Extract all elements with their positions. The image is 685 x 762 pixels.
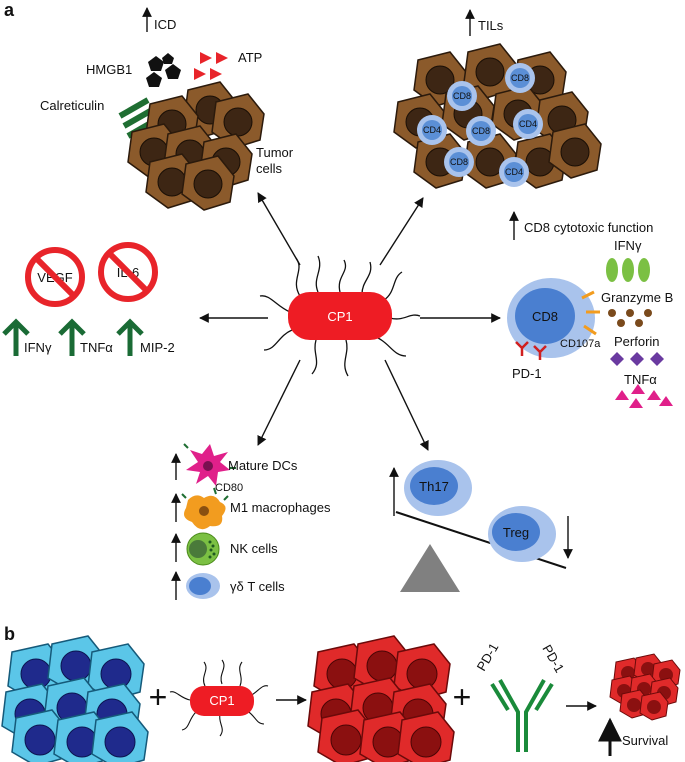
tumor-cells-label-1: Tumor <box>256 145 294 160</box>
tils-group: TILs CD8 CD8 CD4 <box>393 9 653 240</box>
tils-label: TILs <box>478 18 504 33</box>
mature-dcs-label: Mature DCs <box>228 458 298 473</box>
green-up-arrow-icon <box>116 318 144 356</box>
ifng-label: IFNγ <box>24 340 52 355</box>
gd-tcells-label: γδ T cells <box>230 579 285 594</box>
icd-label: ICD <box>154 17 176 32</box>
pd1-receptors <box>515 341 547 360</box>
green-up-arrows <box>2 318 144 356</box>
green-up-arrow-icon <box>2 318 30 356</box>
anti-pd1-antibody-icon <box>490 679 554 752</box>
panel-label-a: a <box>4 0 15 20</box>
il6-prohibited: IL-6 <box>98 242 158 302</box>
t-cell: CD4 <box>417 115 447 145</box>
t-cell: CD4 <box>513 109 543 139</box>
pd1-label: PD-1 <box>512 366 542 381</box>
ifng-right-label: IFNγ <box>614 238 642 253</box>
t-cell-label: CD8 <box>511 73 529 83</box>
tumor-cells-label-2: cells <box>256 161 283 176</box>
cp1-arrows <box>199 192 501 451</box>
cp1-small-label: CP1 <box>209 693 234 708</box>
cd8-cytotoxic-label: CD8 cytotoxic function <box>524 220 653 235</box>
cp1-label: CP1 <box>327 309 352 324</box>
hmgb1-label: HMGB1 <box>86 62 132 77</box>
icd-group: ICD HMGB1 ATP Calreticulin <box>40 7 294 211</box>
treg-cell: Treg <box>488 506 556 562</box>
pd1-right-label: PD-1 <box>539 642 567 675</box>
cytokines-group: VEGF IL-6 IFNγ TNFα MIP-2 <box>2 242 175 356</box>
cd8-tcell-group: CD8 PD-1 CD107a IFNγ Granzyme B Perforin <box>507 238 673 408</box>
calreticulin-label: Calreticulin <box>40 98 104 113</box>
cd80-label: CD80 <box>215 482 243 494</box>
cp1-flagella <box>259 255 421 377</box>
t-cells: CD8 CD8 CD4 CD8 CD4 CD8 <box>417 63 543 187</box>
th17-treg-balance: Th17 Treg <box>389 460 573 592</box>
m1-macrophages-label: M1 macrophages <box>230 500 331 515</box>
cd107a-receptors <box>581 290 600 336</box>
t-cell: CD4 <box>499 157 529 187</box>
t-cell-label: CD4 <box>519 119 537 129</box>
vegf-prohibited: VEGF <box>25 247 85 307</box>
cd8-cell-nucleus <box>515 288 575 344</box>
panel-label-b: b <box>4 624 15 644</box>
dc-icon <box>183 443 236 495</box>
fulcrum <box>400 544 460 592</box>
tnfa-label: TNFα <box>80 340 113 355</box>
panel-b: + CP1 + <box>1 635 681 762</box>
perforin-diamonds <box>610 352 664 366</box>
green-up-arrow-icon <box>58 318 86 356</box>
hmgb1-pentagons <box>146 53 181 87</box>
cp1-body <box>288 292 392 340</box>
t-cell-label: CD4 <box>505 167 523 177</box>
cp1-small: CP1 <box>169 659 269 737</box>
t-cell-label: CD8 <box>472 126 490 136</box>
th17-cell: Th17 <box>404 460 472 516</box>
atp-label: ATP <box>238 50 262 65</box>
cd8-label: CD8 <box>532 309 558 324</box>
t-cell: CD8 <box>466 116 496 146</box>
t-cell-label: CD8 <box>450 157 468 167</box>
pd1-left-label: PD-1 <box>474 640 502 673</box>
innate-cells-group: Mature DCs CD80 M1 macrophages NK cells … <box>171 443 331 600</box>
red-tumor-cluster <box>307 635 455 762</box>
gd-tcell-icon <box>186 573 220 599</box>
nk-cells-label: NK cells <box>230 541 278 556</box>
mip2-label: MIP-2 <box>140 340 175 355</box>
cp1-bacterium: CP1 <box>259 255 421 377</box>
granzyme-label: Granzyme B <box>601 290 673 305</box>
survival-label: Survival <box>622 733 668 748</box>
tnfa-right-label: TNFα <box>624 372 657 387</box>
treg-label: Treg <box>503 525 529 540</box>
ifng-ovals <box>606 258 650 282</box>
tumor-tissue-cluster <box>393 43 602 189</box>
t-cell: CD8 <box>447 81 477 111</box>
cyan-tumor-cluster <box>1 635 149 762</box>
plus-icon: + <box>149 679 168 715</box>
atp-triangles <box>194 52 228 80</box>
small-red-tumor-cluster <box>609 653 681 721</box>
t-cell-label: CD8 <box>453 91 471 101</box>
t-cell: CD8 <box>444 147 474 177</box>
granzyme-dots <box>608 309 652 327</box>
tnfa-triangles <box>615 384 673 408</box>
macrophage-icon <box>181 493 229 530</box>
t-cell: CD8 <box>505 63 535 93</box>
plus-icon: + <box>453 679 472 715</box>
perforin-label: Perforin <box>614 334 660 349</box>
t-cell-label: CD4 <box>423 125 441 135</box>
cd107a-label: CD107a <box>560 338 601 350</box>
th17-label: Th17 <box>419 479 449 494</box>
nk-cell-icon <box>186 532 220 566</box>
